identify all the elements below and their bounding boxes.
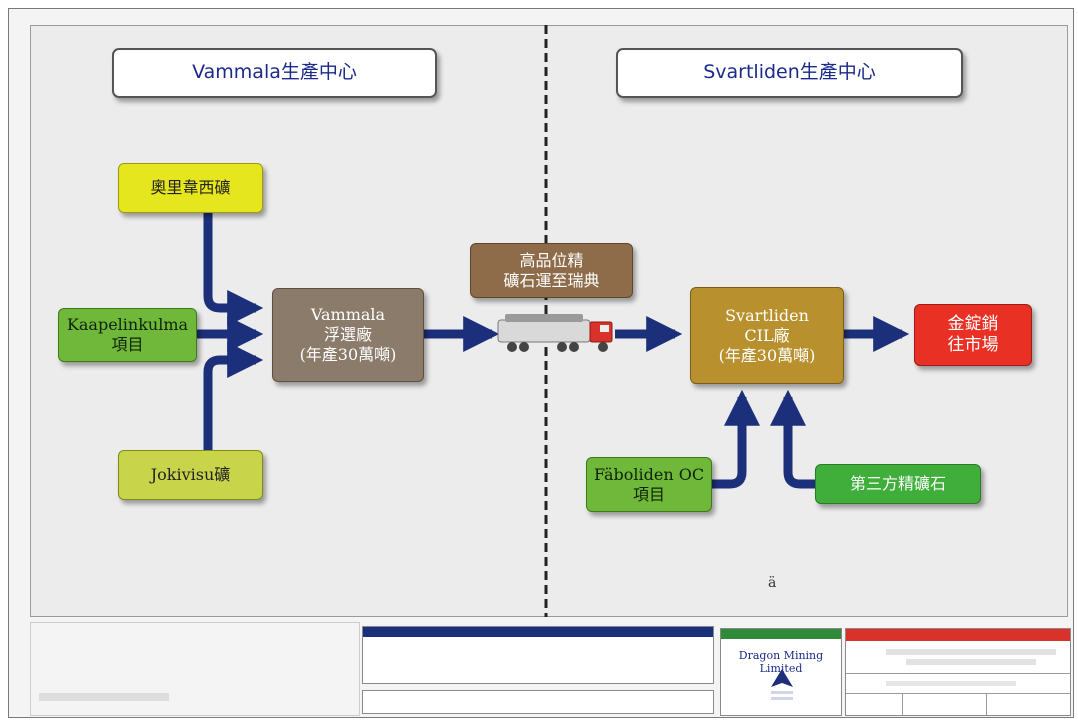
node-kaapelinkulma-line2: 項目 <box>111 335 144 354</box>
stray-character: ä <box>768 575 777 591</box>
node-high-grade-shipment: 高品位精 礦石運至瑞典 <box>470 243 633 298</box>
truck-icon <box>497 314 613 352</box>
footer-info-bar <box>363 627 713 637</box>
node-faboliden-line2: 項目 <box>632 484 665 504</box>
header-svartliden-label: Svartliden生產中心 <box>703 61 876 84</box>
project-row-divider-1 <box>846 673 1070 674</box>
footer-faded-logo <box>39 693 169 701</box>
node-jokivisu-mine: Jokivisu礦 <box>118 450 263 500</box>
node-olivine-mine-label: 奧里韋西礦 <box>150 178 231 197</box>
arrow-faboliden-to-svartliden <box>712 389 760 489</box>
company-name: Dragon Mining Limited <box>738 649 824 675</box>
node-third-party-label: 第三方精礦石 <box>849 474 946 493</box>
project-row-divider-2 <box>846 693 1070 694</box>
company-logo-bar <box>721 629 841 639</box>
project-col-divider-2 <box>986 693 987 715</box>
header-vammala-label: Vammala生產中心 <box>192 61 357 84</box>
arrow-thirdparty-to-svartliden <box>770 389 815 489</box>
node-faboliden-project: Fäboliden OC 項目 <box>586 457 712 512</box>
node-svartliden-plant-line3: (年產30萬噸) <box>718 345 816 365</box>
node-vammala-plant: Vammala 浮選廠 (年產30萬噸) <box>272 288 424 382</box>
node-third-party-concentrate: 第三方精礦石 <box>815 464 981 504</box>
node-svartliden-plant-line1: Svartliden <box>725 305 809 325</box>
header-svartliden: Svartliden生產中心 <box>616 48 963 98</box>
node-kaapelinkulma-line1: Kaapelinkulma <box>66 315 189 334</box>
header-vammala: Vammala生產中心 <box>112 48 437 98</box>
dragon-logo-icon <box>771 669 793 700</box>
arrow-jokivisu-to-vammala <box>203 342 264 450</box>
node-vammala-plant-line3: (年產30萬噸) <box>299 345 397 364</box>
node-high-grade-line2: 礦石運至瑞典 <box>503 270 600 290</box>
company-logo-panel: Dragon Mining Limited <box>720 628 842 716</box>
project-faded-drawing-no <box>886 681 1016 686</box>
project-title-faded-2 <box>906 659 1036 665</box>
project-title-faded <box>886 649 1056 655</box>
node-svartliden-plant: Svartliden CIL廠 (年產30萬噸) <box>690 287 844 384</box>
node-svartliden-plant-line2: CIL廠 <box>744 325 790 345</box>
node-olivine-mine: 奧里韋西礦 <box>118 163 263 213</box>
node-jokivisu-mine-label: Jokivisu礦 <box>150 465 231 484</box>
project-col-divider-1 <box>902 693 903 715</box>
node-gold-bars-line1: 金錠銷 <box>947 313 999 334</box>
footer-info-panel <box>362 626 714 684</box>
footer-left-panel <box>30 622 360 716</box>
node-vammala-plant-line2: 浮選廠 <box>323 325 372 344</box>
node-vammala-plant-line1: Vammala <box>310 305 386 324</box>
project-title-panel <box>845 628 1071 716</box>
project-title-bar <box>846 629 1070 641</box>
arrow-olivine-to-vammala <box>203 212 264 326</box>
node-faboliden-line1: Fäboliden OC <box>593 464 705 484</box>
footer-info-strip <box>362 690 714 714</box>
node-gold-bars-market: 金錠銷 往市場 <box>914 304 1032 366</box>
node-high-grade-line1: 高品位精 <box>519 250 584 270</box>
node-kaapelinkulma: Kaapelinkulma 項目 <box>58 308 197 362</box>
node-gold-bars-line2: 往市場 <box>947 335 999 355</box>
